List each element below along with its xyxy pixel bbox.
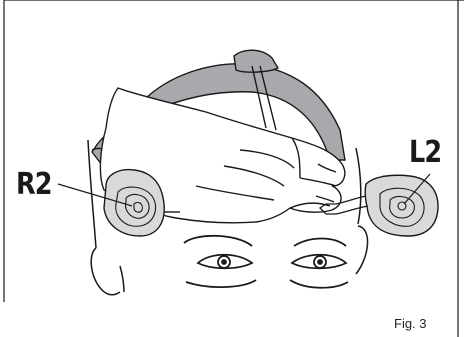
face xyxy=(184,236,348,288)
figure-caption: Fig. 3 xyxy=(394,316,427,331)
l2-label: L2 xyxy=(409,135,441,170)
r2-label: R2 xyxy=(16,167,52,202)
